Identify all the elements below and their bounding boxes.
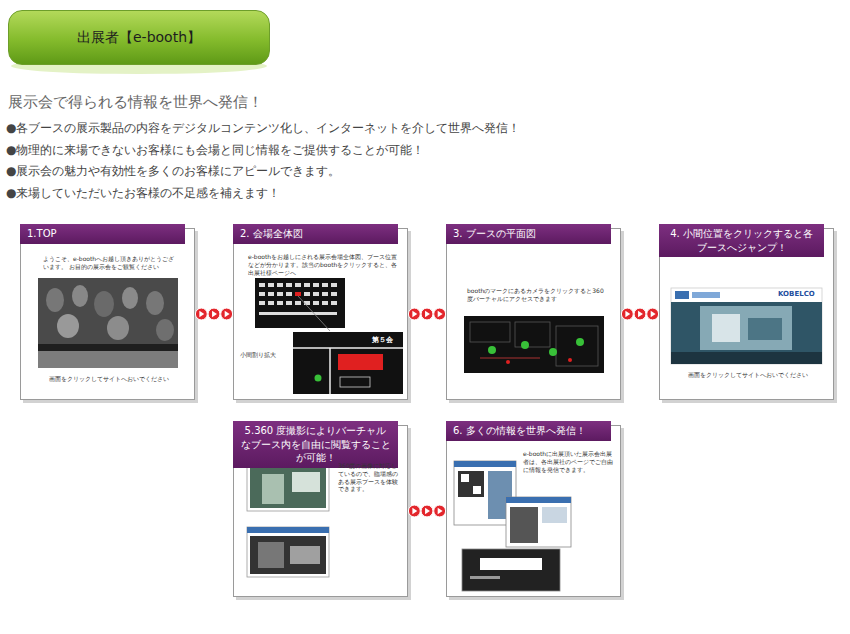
bullet-text: ●展示会の魅力や有効性を多くのお客様にアピールできます。: [6, 163, 340, 180]
bullet-text: ●来場していただいたお客様の不足感を補えます！: [6, 185, 280, 202]
arrow-connector: [621, 308, 659, 320]
venue-map: [255, 278, 345, 331]
title-button: 出展者【e-booth】: [8, 10, 270, 65]
arrow-head: [438, 311, 443, 318]
step-heading: 3. ブースの平面図: [446, 224, 611, 244]
arrow-circle: [208, 308, 220, 320]
arrow-connector: [195, 308, 233, 320]
arrow-circle: [221, 308, 233, 320]
arrow-head: [651, 311, 656, 318]
crowd-photo: [38, 278, 178, 368]
arrow-head: [199, 311, 204, 318]
arrow-head: [625, 311, 630, 318]
arrow-circle: [421, 308, 433, 320]
arrow-circle: [634, 308, 646, 320]
panel-text: KOBELCO: [778, 290, 822, 299]
arrow-connector: [408, 308, 446, 320]
step-heading: 6. 多くの情報を世界へ発信！: [446, 421, 611, 441]
virtual-screens: [247, 459, 329, 577]
arrow-head: [438, 508, 443, 515]
page-title: 展示会で得られる情報を世界へ発信！: [8, 93, 263, 112]
arrow-circle: [434, 505, 446, 517]
bullet-text: ●物理的に来場できないお客様にも会場と同じ情報をご提供することが可能！: [6, 142, 424, 159]
bullet-text: ●各ブースの展示製品の内容をデジタルコンテンツ化し、インターネットを介して世界へ…: [6, 120, 520, 137]
step-panel: 2. 会場全体図e-boothをお越しにされる展示会場全体図、ブース位置などが分…: [233, 228, 408, 400]
step-panel: 6. 多くの情報を世界へ発信！e-boothに出展頂いた展示会出展者は、各出展社…: [446, 425, 621, 597]
step-heading: 4. 小間位置をクリックすると各ブースへジャンプ！: [659, 224, 824, 257]
step-panel: 1.TOPようこそ、e-boothへお越し頂きありがとうございます。 お目的の展…: [20, 228, 195, 400]
step-panel: 5.360 度撮影によりバーチャルなブース内を自由に閲覧することが可能！360度…: [233, 425, 408, 597]
arrow-circle: [421, 505, 433, 517]
panel-text: boothのマークにあるカメラをクリックすると360度バーチャルにアクセスできま…: [467, 287, 607, 303]
arrow-head: [412, 508, 417, 515]
arrow-circle: [621, 308, 633, 320]
arrow-head: [425, 508, 430, 515]
panel-text: 360度の画像に対応しているので、臨場感のある展示ブースを体験できます。: [338, 462, 402, 493]
panel-text: e-boothをお越しにされる展示会場全体図、ブース位置などが分かります。該当の…: [248, 253, 398, 276]
arrow-head: [412, 311, 417, 318]
floor-plan: [464, 316, 604, 373]
arrow-connector: [408, 505, 446, 517]
step-panel: 4. 小間位置をクリックすると各ブースへジャンプ！KOBELCO画面をクリックし…: [659, 228, 834, 400]
arrow-head: [212, 311, 217, 318]
panel-grounds: [20, 228, 837, 600]
arrow-head: [638, 311, 643, 318]
arrow-head: [425, 311, 430, 318]
step-panel: 3. ブースの平面図boothのマークにあるカメラをクリックすると360度バーチ…: [446, 228, 621, 400]
arrow-circle: [434, 308, 446, 320]
button-label: 出展者【e-booth】: [77, 29, 201, 47]
step-heading: 1.TOP: [20, 224, 185, 244]
panel-text: e-boothに出展頂いた展示会出展者は、各出展社のページでご自由に情報を発信で…: [523, 450, 616, 473]
arrow-circle: [195, 308, 207, 320]
step-heading: 2. 会場全体図: [233, 224, 398, 244]
booth-screenshot: [671, 288, 822, 364]
panel-text: 画面をクリックしてサイトへおいでください: [29, 375, 188, 383]
step-heading: 5.360 度撮影によりバーチャルなブース内を自由に閲覧することが可能！: [233, 421, 398, 468]
panel-text: 第５会: [372, 336, 404, 345]
panel-text: 画面をクリックしてサイトへおいでください: [668, 371, 827, 379]
info-screens: [454, 461, 571, 591]
zoom-map: [293, 332, 403, 394]
panel-text: ようこそ、e-boothへお越し頂きありがとうございます。 お目的の展示会をご観…: [43, 255, 175, 271]
arrow-circle: [408, 505, 420, 517]
panel-text: 小間割り拡大: [240, 351, 290, 359]
arrow-circle: [647, 308, 659, 320]
arrow-circle: [408, 308, 420, 320]
arrow-head: [225, 311, 230, 318]
